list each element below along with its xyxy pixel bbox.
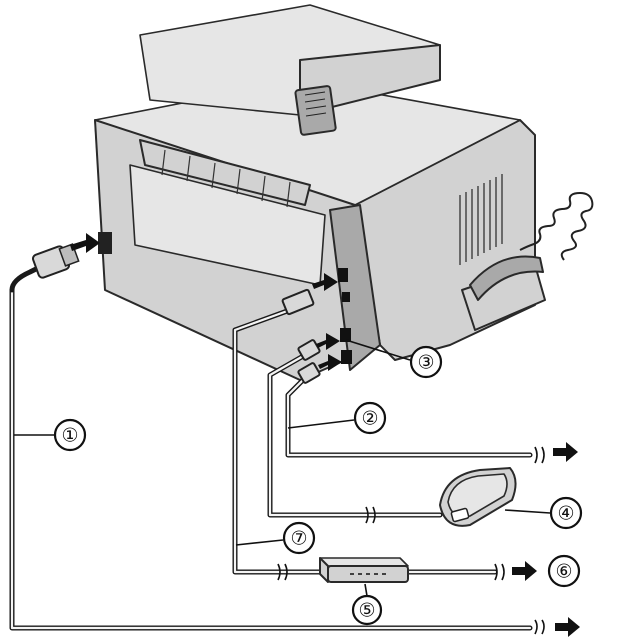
callout-5: ⑤ bbox=[351, 594, 383, 626]
callout-1: ① bbox=[53, 418, 87, 452]
callout-1-label: ① bbox=[61, 426, 78, 447]
callout-4-label: ④ bbox=[557, 504, 574, 525]
arrow-out-power bbox=[555, 617, 580, 637]
arrow-out-lan bbox=[512, 561, 537, 581]
ext-jack bbox=[341, 350, 352, 364]
router bbox=[319, 557, 409, 583]
usb-port bbox=[342, 292, 350, 302]
callout-5-label: ⑤ bbox=[358, 601, 375, 622]
printer-unit bbox=[94, 4, 536, 381]
paper-guides bbox=[161, 149, 291, 208]
coiled-cord bbox=[519, 191, 594, 261]
handset-receiver bbox=[469, 255, 544, 301]
lan-plug bbox=[281, 288, 315, 316]
arrow-power-inlet bbox=[70, 233, 100, 253]
feeder-hinge bbox=[294, 85, 337, 136]
cordless-device bbox=[439, 467, 517, 527]
callout-2: ② bbox=[353, 401, 387, 435]
paper-exit-slot bbox=[139, 139, 311, 206]
callout-4: ④ bbox=[549, 496, 583, 530]
callout-3: ③ bbox=[409, 345, 443, 379]
hinge-grille bbox=[304, 91, 327, 117]
callout-6-label: ⑥ bbox=[555, 562, 572, 583]
connection-arrows bbox=[70, 233, 580, 637]
leader-lines bbox=[14, 339, 551, 597]
telephone-line-cord bbox=[285, 362, 545, 464]
lan-port bbox=[338, 268, 348, 282]
line-jack bbox=[340, 328, 351, 342]
callout-2-label: ② bbox=[361, 409, 378, 430]
arrow-ext-jack bbox=[318, 354, 342, 371]
line-plug bbox=[297, 362, 321, 384]
power-inlet bbox=[98, 232, 112, 254]
port-column bbox=[329, 204, 381, 371]
vent-grille bbox=[459, 174, 503, 265]
arrow-lan-port bbox=[312, 273, 338, 291]
callout-7: ⑦ bbox=[282, 521, 316, 555]
lan-cable bbox=[232, 288, 505, 581]
arrow-line-jack bbox=[316, 333, 340, 350]
callout-3-label: ③ bbox=[417, 353, 434, 374]
callout-7-label: ⑦ bbox=[290, 529, 307, 550]
extension-cord bbox=[267, 339, 443, 524]
arrow-out-line bbox=[553, 442, 578, 462]
telephone-handset bbox=[461, 191, 594, 331]
callout-6: ⑥ bbox=[547, 554, 581, 588]
